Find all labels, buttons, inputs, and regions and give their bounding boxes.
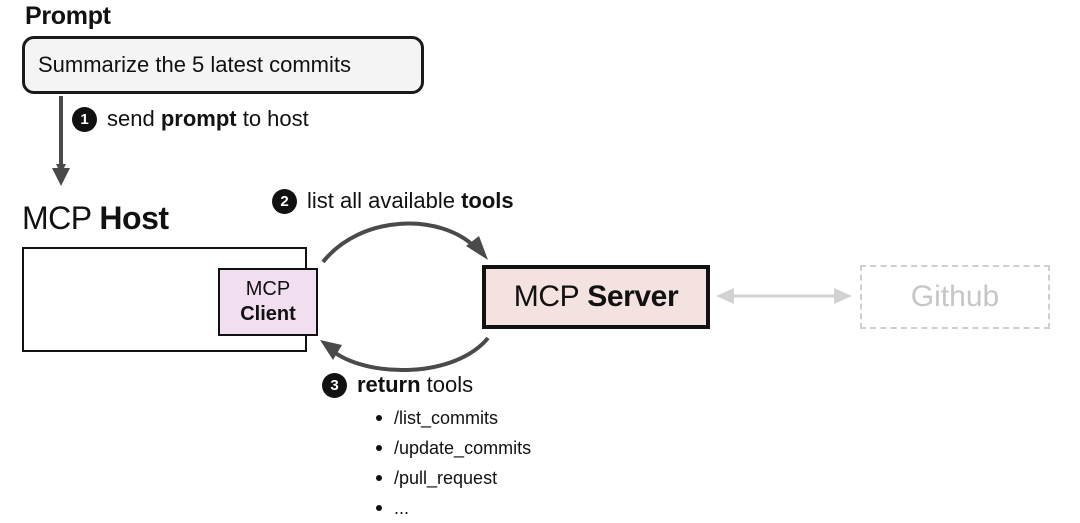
host-title-regular: MCP [22, 200, 100, 236]
bullet-icon [376, 445, 382, 451]
host-title-bold: Host [99, 200, 169, 236]
list-item: /update_commits [376, 433, 531, 463]
mcp-client-box: MCP Client [218, 268, 318, 336]
step-2-text-before: list all available [307, 188, 462, 213]
prompt-text: Summarize the 5 latest commits [38, 52, 351, 77]
step-2-text-bold: tools [461, 188, 514, 213]
step-1-text-bold: prompt [160, 106, 237, 131]
arrow-client-to-server-head [466, 236, 488, 260]
prompt-box: Summarize the 5 latest commits [22, 36, 424, 94]
step-3-badge: 3 [322, 372, 347, 398]
arrow-server-to-client-head [320, 340, 342, 360]
arrow-server-to-client [332, 336, 490, 372]
list-item: /list_commits [376, 403, 531, 433]
bullet-icon [376, 505, 382, 511]
host-title: MCP Host [22, 200, 169, 237]
client-label-line1: MCP [245, 278, 291, 300]
bullet-icon [376, 475, 382, 481]
step-3-text-after: tools [420, 372, 474, 397]
bullet-icon [376, 415, 382, 421]
step-1-badge: 1 [72, 106, 97, 132]
list-item: ... [376, 493, 531, 523]
client-label-line2: Client [240, 303, 296, 325]
arrow-server-github-head-left [716, 288, 734, 304]
step-2-badge: 2 [272, 188, 297, 214]
step-3-text-bold: return [357, 372, 421, 397]
step-3-label: 3 return tools [322, 372, 473, 398]
arrow-client-to-server [321, 221, 478, 264]
step-1-label: 1 send prompt to host [72, 106, 309, 132]
prompt-title: Prompt [25, 2, 111, 30]
github-label: Github [910, 280, 1000, 313]
list-item: /pull_request [376, 463, 531, 493]
step-1-text-before: send [107, 106, 161, 131]
github-box: Github [860, 265, 1050, 329]
arrow-server-github-head-right [834, 288, 852, 304]
tools-list: /list_commits /update_commits /pull_requ… [376, 403, 531, 523]
server-label-regular: MCP [513, 280, 580, 313]
step-2-label: 2 list all available tools [272, 188, 514, 214]
arrow-prompt-to-host-head [52, 168, 70, 186]
step-1-text-after: to host [236, 106, 309, 131]
server-label-bold: Server [587, 280, 679, 313]
